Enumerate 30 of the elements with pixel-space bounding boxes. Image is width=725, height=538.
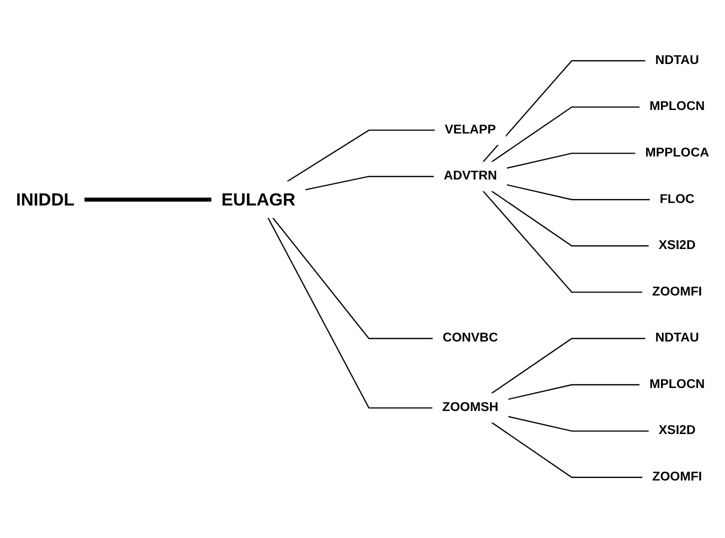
node-text: ADVTRN	[444, 169, 497, 183]
connector	[272, 217, 434, 340]
node-text: MPPLOCA	[645, 146, 710, 160]
node-text: NDTAU	[655, 331, 699, 345]
node-text: ZOOMFI	[652, 470, 702, 484]
connector	[506, 152, 636, 169]
node-text: XSI2D	[658, 238, 696, 252]
node-text: EULAGR	[221, 190, 296, 210]
connector	[506, 184, 650, 200]
node-text: ZOOMSH	[442, 400, 498, 414]
connector	[490, 422, 643, 478]
connector	[508, 416, 650, 432]
connector	[490, 338, 646, 394]
connector	[482, 190, 643, 293]
node-text: XSI2D	[658, 424, 696, 438]
connector	[490, 106, 640, 163]
node-text: MPLOCN	[649, 100, 705, 114]
connector	[286, 130, 436, 182]
node-text: INIDDL	[16, 190, 74, 210]
connector	[304, 176, 434, 190]
connector	[508, 384, 640, 400]
node-text: CONVBC	[442, 331, 498, 345]
node-text: NDTAU	[655, 54, 699, 68]
connector	[267, 217, 433, 408]
node-text: MPLOCN	[649, 378, 705, 392]
connector	[84, 198, 212, 202]
node-text: ZOOMFI	[652, 284, 702, 299]
connector	[490, 190, 650, 246]
node-text: FLOC	[660, 192, 694, 206]
connector	[482, 60, 646, 162]
